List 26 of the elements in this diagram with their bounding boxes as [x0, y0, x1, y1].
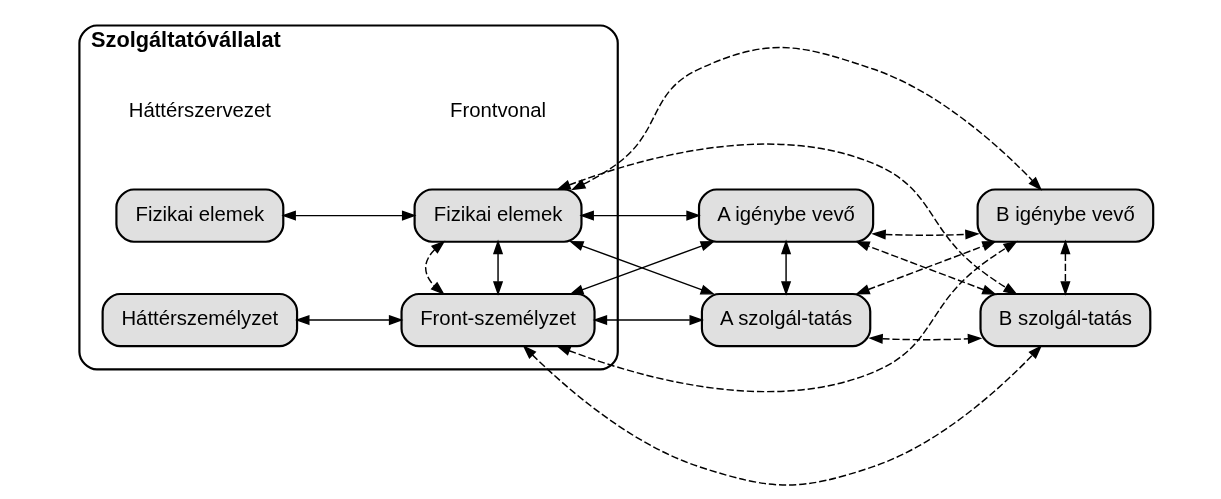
arrow	[492, 239, 504, 296]
label: Frontvonal	[450, 98, 546, 121]
arrow	[592, 315, 704, 326]
arrow	[871, 229, 980, 240]
node-box: Front-személyzet	[400, 292, 596, 348]
label: Háttérszervezet	[128, 98, 271, 121]
node-box: A igénybe vevő	[697, 188, 875, 243]
arrow	[855, 241, 997, 295]
arrow	[1060, 239, 1071, 296]
arrow	[294, 315, 404, 326]
arrow	[424, 240, 446, 295]
arrow	[571, 46, 1043, 191]
node-box: A szolgál-tatás	[700, 292, 872, 348]
arrow	[868, 333, 983, 344]
node-box: B igénybe vevő	[976, 188, 1155, 243]
arrow	[522, 344, 1043, 486]
node-box: Fizikai elemek	[413, 188, 583, 243]
node-box: Háttérszemélyzet	[101, 292, 299, 348]
arrow	[781, 239, 792, 296]
node-box: Fizikai elemek	[115, 188, 285, 243]
node-box: B szolgál-tatás	[979, 292, 1152, 348]
arrow	[579, 210, 701, 221]
arrow	[281, 210, 417, 221]
arrow	[569, 241, 716, 295]
arrow	[556, 240, 1018, 393]
arrow	[556, 143, 1018, 296]
